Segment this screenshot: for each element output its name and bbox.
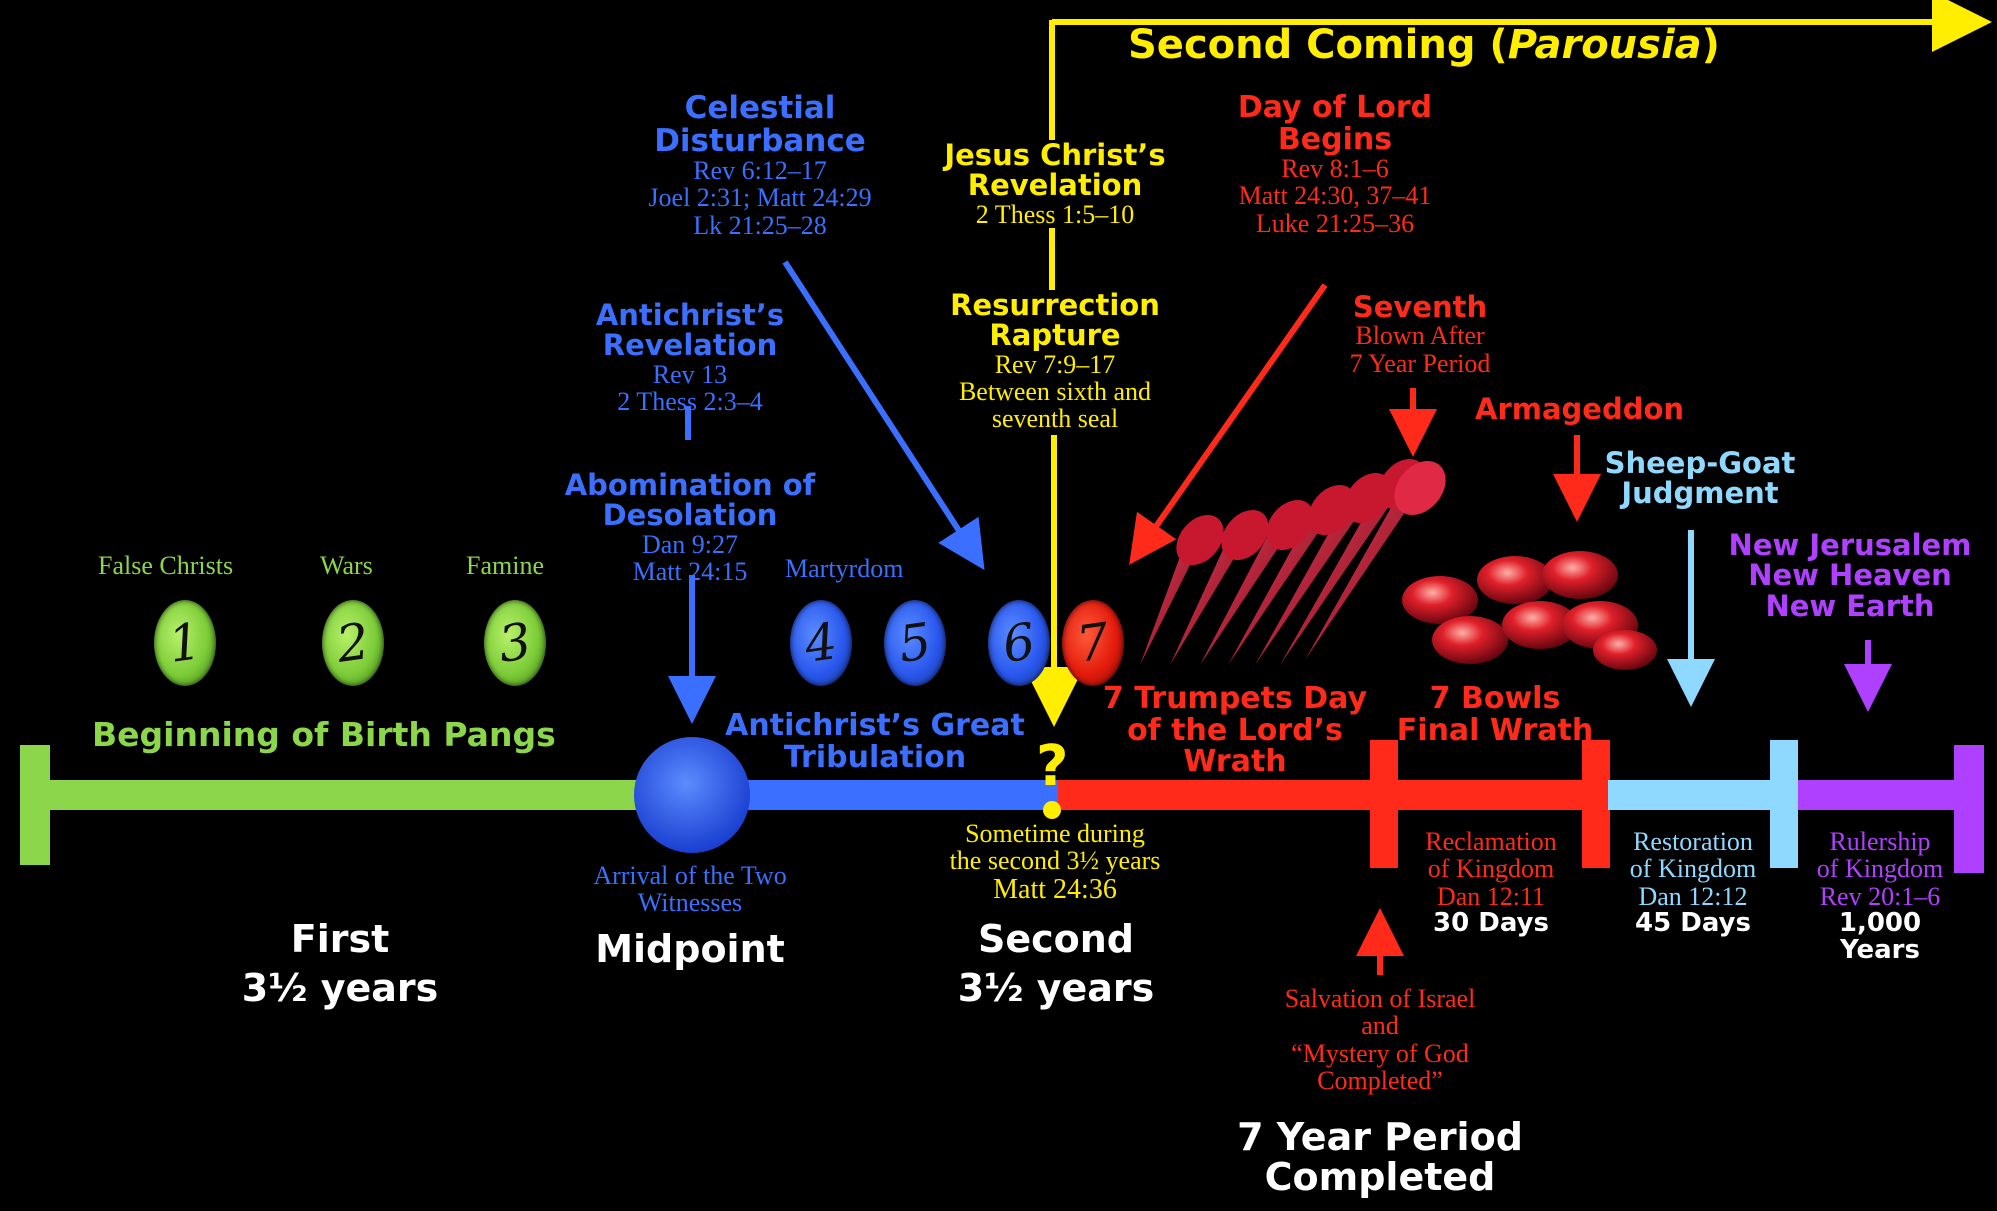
seal-1: 1 <box>154 600 216 686</box>
restoration-line-3: Dan 12:12 <box>1638 881 1748 911</box>
abomination-title: Abomination of Desolation <box>564 468 816 533</box>
salvation-of-israel: Salvation of Israel and “Mystery of God … <box>1245 985 1515 1094</box>
completed-line-2: Completed <box>1264 1154 1496 1199</box>
sheep-goat-judgment: Sheep-Goat Judgment <box>1604 446 1796 511</box>
new-jerusalem-line-1: New Jerusalem <box>1728 528 1972 562</box>
new-jerusalem-line-3: New Earth <box>1765 588 1935 623</box>
rulership-line-1: Rulership <box>1829 827 1931 856</box>
reclamation-of-kingdom: Reclamation of Kingdom Dan 12:11 30 Days <box>1398 828 1584 937</box>
abomination-ref-2: Matt 24:15 <box>632 557 748 587</box>
sometime-line-2: the second 3½ years <box>949 846 1161 876</box>
antichrist-rev-ref-1: Rev 13 <box>652 359 728 389</box>
jesus-rev-title: Jesus Christ’s Revelation <box>944 138 1166 203</box>
thirty-days: 30 Days <box>1433 907 1549 938</box>
seal-4: 4 <box>790 600 852 686</box>
seal-2: 2 <box>322 600 384 686</box>
new-jerusalem-line-2: New Heaven <box>1748 558 1952 593</box>
seal-7: 7 <box>1062 600 1124 686</box>
label-martyrdom: Martyrdom <box>785 554 904 583</box>
resurrection-ref-3: seventh seal <box>991 404 1119 434</box>
two-witnesses: Arrival of the Two Witnesses <box>593 861 787 918</box>
salvation-line-1: Salvation of Israel <box>1284 984 1476 1013</box>
thousand-years-2: Years <box>1840 935 1920 966</box>
seventh-ref-1: Blown After <box>1355 321 1485 351</box>
second-coming-title: Second Coming (Parousia) <box>1128 22 1720 68</box>
salvation-line-2: and <box>1361 1011 1399 1041</box>
restoration-line-2: of Kingdom <box>1629 854 1757 884</box>
label-famine: Famine <box>466 551 544 580</box>
rulership-line-3: Rev 20:1–6 <box>1819 881 1941 911</box>
sometime-ref: Matt 24:36 <box>993 873 1117 905</box>
resurrection-ref-1: Rev 7:9–17 <box>994 349 1116 379</box>
bowls-illustration <box>1402 551 1657 670</box>
restoration-of-kingdom: Restoration of Kingdom Dan 12:12 45 Days <box>1600 828 1786 937</box>
resurrection-rapture: Resurrection Rapture Rev 7:9–17 Between … <box>925 290 1185 433</box>
abomination-ref-1: Dan 9:27 <box>641 529 739 559</box>
midpoint: Midpoint <box>595 927 785 971</box>
celestial-ref-3: Lk 21:25–28 <box>693 210 827 240</box>
day-of-lord-ref-3: Luke 21:25–36 <box>1255 208 1415 238</box>
beginning-of-birth-pangs: Beginning of Birth Pangs <box>92 715 556 754</box>
timeline-bar <box>20 737 1984 873</box>
seventh-ref-2: 7 Year Period <box>1349 348 1491 378</box>
day-of-lord-ref-1: Rev 8:1–6 <box>1281 154 1389 183</box>
seven-trumpets: 7 Trumpets Day of the Lord’s Wrath <box>1102 681 1368 779</box>
second-coming-bracket <box>1024 0 1992 727</box>
sometime-line-1: Sometime during <box>965 819 1145 848</box>
salvation-line-3: “Mystery of God <box>1291 1038 1469 1068</box>
abomination-of-desolation: Abomination of Desolation Dan 9:27 Matt … <box>560 468 820 587</box>
seventh-trumpet: Seventh Blown After 7 Year Period <box>1320 292 1520 377</box>
completed-line-1: 7 Year Period <box>1237 1115 1523 1159</box>
seal-3: 3 <box>484 600 546 686</box>
jesus-revelation: Jesus Christ’s Revelation 2 Thess 1:5–10 <box>920 140 1190 228</box>
resurrection-title: Resurrection Rapture <box>950 288 1160 353</box>
second-half-line-1: Second <box>977 917 1135 961</box>
celestial-ref-1: Rev 6:12–17 <box>693 156 827 186</box>
seal-6: 6 <box>988 600 1050 686</box>
reclamation-line-2: of Kingdom <box>1427 854 1555 884</box>
celestial-title: Celestial Disturbance <box>654 90 866 159</box>
antichrist-rev-ref-2: 2 Thess 2:3–4 <box>617 387 763 417</box>
first-half-line-2: 3½ years <box>241 966 439 1011</box>
second-half-line-2: 3½ years <box>957 966 1155 1011</box>
great-tribulation: Antichrist’s Great Tribulation <box>725 708 1025 775</box>
seal-5: 5 <box>884 600 946 686</box>
trumpets-illustration <box>1140 458 1446 665</box>
restoration-line-1: Restoration <box>1633 827 1753 856</box>
day-of-lord-begins: Day of Lord Begins Rev 8:1–6 Matt 24:30,… <box>1200 92 1470 237</box>
rulership-line-2: of Kingdom <box>1816 854 1944 884</box>
label-wars: Wars <box>320 551 373 580</box>
label-false-christs: False Christs <box>98 551 234 580</box>
sometime-during: Sometime during the second 3½ years Matt… <box>905 820 1205 904</box>
celestial-disturbance: Celestial Disturbance Rev 6:12–17 Joel 2… <box>610 92 910 239</box>
salvation-line-4: Completed” <box>1317 1065 1443 1095</box>
thousand-years-1: 1,000 <box>1838 907 1922 938</box>
antichrist-revelation: Antichrist’s Revelation Rev 13 2 Thess 2… <box>555 298 825 417</box>
armageddon: Armageddon <box>1475 392 1685 426</box>
celestial-ref-2: Joel 2:31; Matt 24:29 <box>648 183 872 213</box>
second-half: Second 3½ years <box>936 915 1176 1014</box>
first-half: First 3½ years <box>220 915 460 1014</box>
resurrection-ref-2: Between sixth and <box>958 377 1152 407</box>
question-mark: ? <box>1036 734 1069 799</box>
rulership-of-kingdom: Rulership of Kingdom Rev 20:1–6 1,000 Ye… <box>1790 828 1970 964</box>
first-half-line-1: First <box>290 917 390 961</box>
day-of-lord-title: Day of Lord Begins <box>1237 90 1433 157</box>
forty-five-days: 45 Days <box>1635 907 1751 938</box>
seven-year-completed: 7 Year Period Completed <box>1220 1115 1540 1199</box>
seventh-title: Seventh <box>1352 290 1488 324</box>
antichrist-rev-title: Antichrist’s Revelation <box>595 298 785 363</box>
day-of-lord-ref-2: Matt 24:30, 37–41 <box>1238 181 1432 211</box>
reclamation-line-1: Reclamation <box>1425 827 1557 856</box>
new-jerusalem: New Jerusalem New Heaven New Earth <box>1705 528 1995 623</box>
seven-bowls: 7 Bowls Final Wrath <box>1396 681 1594 748</box>
reclamation-line-3: Dan 12:11 <box>1436 881 1546 911</box>
jesus-rev-ref: 2 Thess 1:5–10 <box>975 199 1135 229</box>
